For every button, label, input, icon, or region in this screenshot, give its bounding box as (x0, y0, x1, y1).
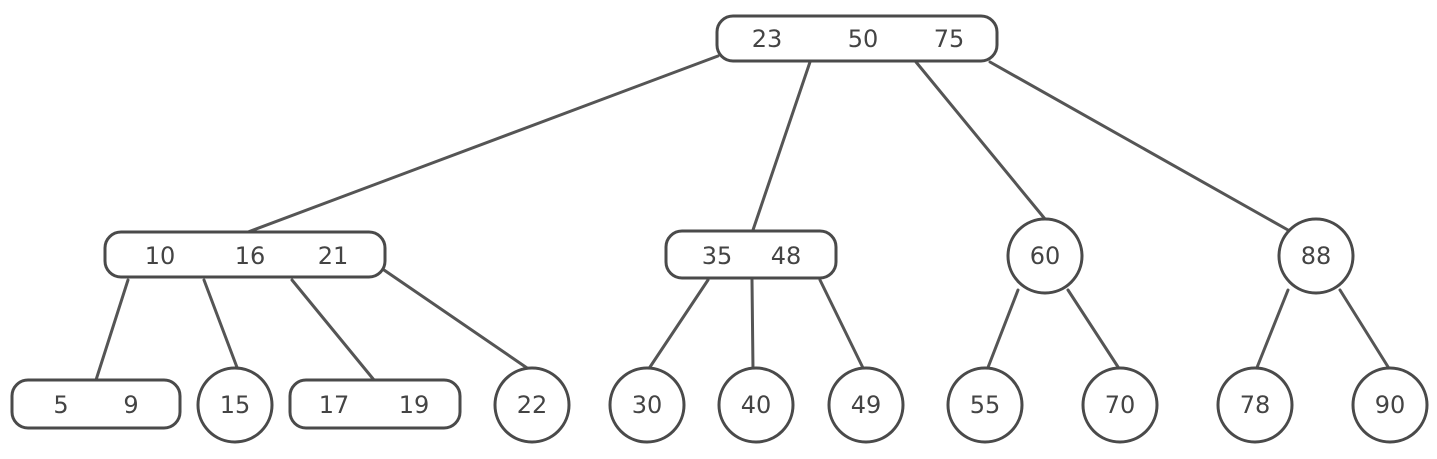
edge-node-35-48-to-leaf-49 (818, 278, 866, 372)
leaf-node-49: 49 (827, 366, 905, 444)
internal-node-box (664, 229, 838, 280)
leaf-node-17-19: 17 19 (288, 378, 462, 430)
node-key: 50 (848, 25, 879, 53)
node-key: 17 (319, 391, 350, 419)
root-node-box (715, 14, 999, 63)
leaf-node-circle (1081, 366, 1159, 444)
leaf-node-circle (608, 366, 686, 444)
leaf-node-40: 40 (717, 366, 795, 444)
edge-node-10-16-21-to-leaf-5-9 (94, 278, 130, 382)
node-key: 16 (235, 242, 266, 270)
root-node: 23 50 75 (715, 14, 999, 63)
leaf-node-circle (1216, 366, 1294, 444)
node-key: 48 (771, 242, 802, 270)
edge-node-10-16-21-to-leaf-22 (382, 268, 532, 372)
internal-node-circle (1277, 217, 1355, 295)
node-key: 78 (1240, 391, 1271, 419)
leaf-node-circle (827, 366, 905, 444)
edge-node-35-48-to-leaf-30 (646, 278, 710, 372)
leaf-node-box (10, 378, 182, 430)
node-key: 30 (632, 391, 663, 419)
edge-root-to-node-35-48 (751, 60, 812, 232)
internal-node-60: 60 (1006, 217, 1084, 295)
leaf-node-90: 90 (1351, 366, 1429, 444)
node-key: 35 (702, 242, 733, 270)
node-key: 21 (318, 242, 349, 270)
edge-node-60-to-leaf-70 (1066, 288, 1122, 372)
leaf-node-15: 15 (196, 366, 274, 444)
edge-node-10-16-21-to-leaf-15 (202, 278, 240, 372)
leaf-node-circle (1351, 366, 1429, 444)
node-key: 88 (1301, 242, 1332, 270)
leaf-node-circle (196, 366, 274, 444)
leaf-node-78: 78 (1216, 366, 1294, 444)
edge-node-88-to-leaf-90 (1338, 288, 1392, 372)
node-key: 5 (53, 391, 68, 419)
node-key: 40 (741, 391, 772, 419)
leaf-node-22: 22 (493, 366, 571, 444)
node-key: 23 (752, 25, 783, 53)
node-key: 15 (220, 391, 251, 419)
node-key: 10 (145, 242, 176, 270)
leaf-node-70: 70 (1081, 366, 1159, 444)
leaf-node-circle (717, 366, 795, 444)
leaf-node-55: 55 (946, 366, 1024, 444)
tree-edges (94, 54, 1392, 382)
node-key: 22 (517, 391, 548, 419)
node-key: 70 (1105, 391, 1136, 419)
internal-node-10-16-21: 10 16 21 (103, 230, 387, 279)
edge-root-to-node-88 (988, 60, 1290, 232)
node-key: 90 (1375, 391, 1406, 419)
node-key: 19 (399, 391, 430, 419)
node-key: 60 (1030, 242, 1061, 270)
edge-root-to-node-10-16-21 (246, 54, 720, 234)
leaf-node-circle (493, 366, 571, 444)
leaf-node-box (288, 378, 462, 430)
node-key: 75 (934, 25, 965, 53)
node-key: 9 (123, 391, 138, 419)
edge-node-60-to-leaf-55 (985, 288, 1020, 372)
internal-node-circle (1006, 217, 1084, 295)
edge-node-88-to-leaf-78 (1254, 288, 1290, 372)
internal-node-35-48: 35 48 (664, 229, 838, 280)
leaf-node-5-9: 5 9 (10, 378, 182, 430)
edge-node-10-16-21-to-leaf-17-19 (290, 278, 376, 382)
leaf-node-circle (946, 366, 1024, 444)
internal-node-88: 88 (1277, 217, 1355, 295)
edge-root-to-node-60 (914, 60, 1047, 221)
internal-node-box (103, 230, 387, 279)
leaf-node-30: 30 (608, 366, 686, 444)
node-key: 49 (851, 391, 882, 419)
edge-node-35-48-to-leaf-40 (750, 278, 755, 372)
node-key: 55 (970, 391, 1001, 419)
